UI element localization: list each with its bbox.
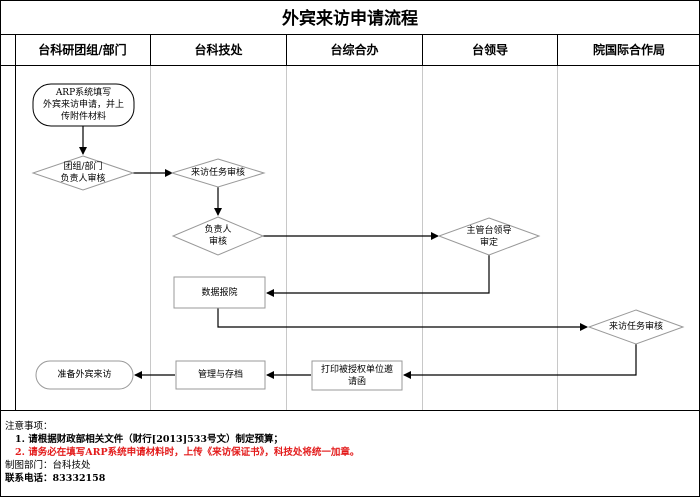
note-item-2: 2. 请务必在填写ARP系统申请材料时，上传《来访保证书》，科技处将统一加章。 [15, 447, 360, 458]
edge-leader-to-data-report [266, 255, 490, 297]
visit-task-review-diamond [170, 158, 266, 188]
contact-phone: 联系电话：83332158 [5, 473, 106, 484]
bureau-review-diamond [587, 309, 685, 345]
end-terminator [35, 360, 134, 390]
head-review-diamond [171, 216, 265, 256]
lane-header-intl-bureau: 院国际合作局 [592, 43, 665, 57]
lane-header-admin-office: 台综合办 [330, 43, 379, 57]
data-report-box [173, 276, 266, 309]
notes-heading: 注意事项： [5, 421, 53, 432]
team-review-diamond [31, 155, 135, 191]
manage-archive-box [175, 360, 266, 390]
edge-bureau-to-print-letter [403, 344, 637, 379]
notes-section: 注意事项： 1. 请根据财政部相关文件（财行[2013]533号文）制定预算； … [5, 420, 359, 485]
lane-header-tech-office: 台科技处 [194, 43, 243, 57]
start-terminator [32, 83, 135, 127]
lane-header-leadership: 台领导 [471, 43, 508, 57]
drawing-department: 制图部门：台科技处 [5, 460, 91, 471]
edge-data-report-to-bureau [217, 308, 588, 331]
lane-header-team: 台科研团组/部门 [38, 43, 127, 57]
print-letter-box [311, 360, 403, 391]
diagram-title: 外宾来访申请流程 [282, 9, 418, 29]
note-item-1: 1. 请根据财政部相关文件（财行[2013]533号文）制定预算； [15, 434, 283, 445]
leader-review-diamond [437, 217, 541, 256]
